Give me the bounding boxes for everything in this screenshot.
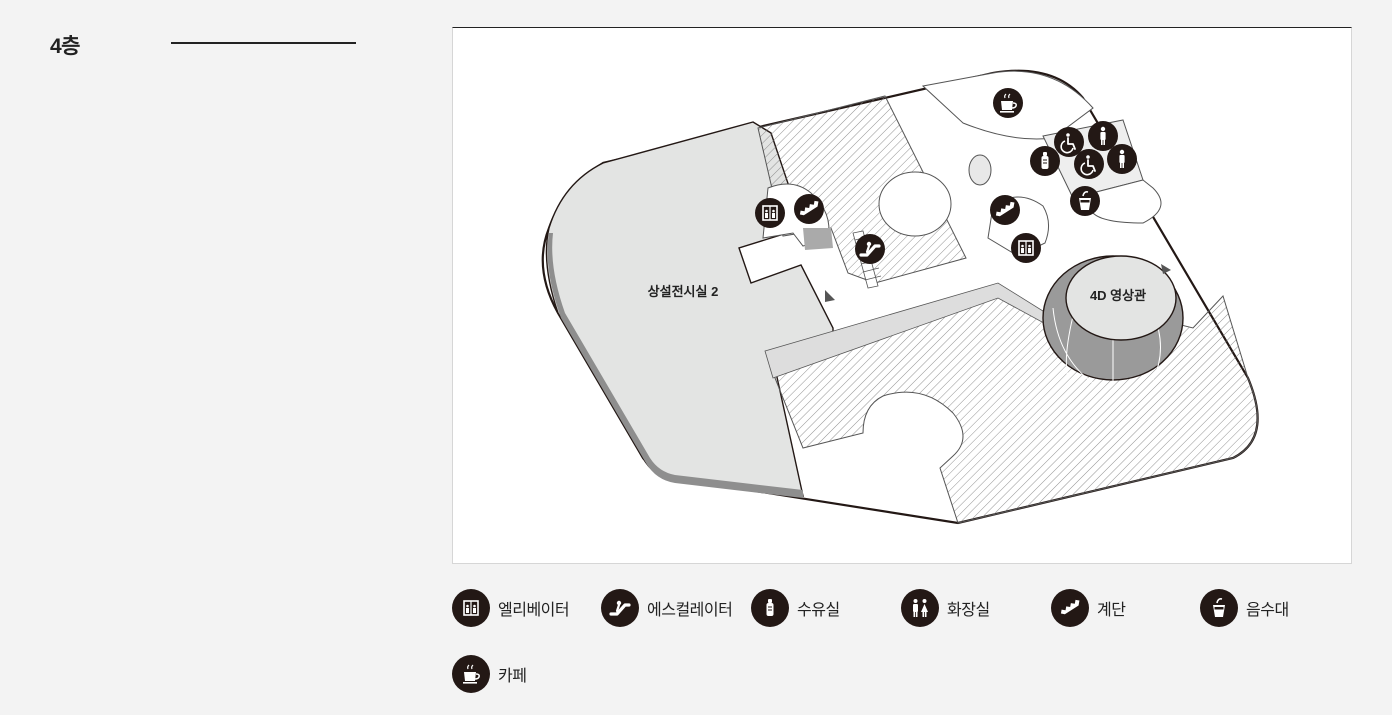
map-stairs-icon[interactable] bbox=[990, 195, 1020, 225]
stairs-icon bbox=[1051, 589, 1089, 627]
legend-item-stairs: 계단 bbox=[1051, 588, 1126, 628]
floor-title-divider bbox=[171, 42, 356, 44]
map-stairs-icon[interactable] bbox=[794, 194, 824, 224]
legend-label: 수유실 bbox=[797, 602, 840, 619]
legend-item-drinking-fountain: 음수대 bbox=[1200, 588, 1289, 628]
restroom-icon bbox=[901, 589, 939, 627]
floor-map: 상설전시실 2 4D 영상관 bbox=[452, 27, 1352, 564]
cafe-icon bbox=[452, 655, 490, 693]
4d-theater-label: 4D 영상관 bbox=[1090, 288, 1146, 303]
map-wheelchair-restroom-icon[interactable] bbox=[1074, 149, 1104, 179]
map-cafe-icon[interactable] bbox=[993, 88, 1023, 118]
legend-label: 엘리베이터 bbox=[498, 602, 570, 619]
legend-item-restroom: 화장실 bbox=[901, 588, 990, 628]
legend-label: 에스컬레이터 bbox=[647, 602, 733, 619]
legend-label: 카페 bbox=[498, 668, 527, 685]
map-restroom-men-icon[interactable] bbox=[1107, 144, 1137, 174]
floor-map-canvas: 상설전시실 2 4D 영상관 bbox=[541, 69, 1259, 525]
floor-title: 4층 bbox=[50, 35, 81, 58]
legend-label: 음수대 bbox=[1246, 602, 1289, 619]
nursing-room-icon bbox=[751, 589, 789, 627]
map-elevator-icon[interactable] bbox=[755, 198, 785, 228]
legend-item-nursing-room: 수유실 bbox=[751, 588, 840, 628]
escalator-icon bbox=[601, 589, 639, 627]
map-wheelchair-restroom-icon[interactable] bbox=[1054, 127, 1084, 157]
legend-item-elevator: 엘리베이터 bbox=[452, 588, 570, 628]
drinking-fountain-icon bbox=[1200, 589, 1238, 627]
map-escalator-icon[interactable] bbox=[855, 234, 885, 264]
legend-label: 계단 bbox=[1097, 602, 1126, 619]
map-nursing-room-icon[interactable] bbox=[1030, 146, 1060, 176]
exhibition-hall-2-label: 상설전시실 2 bbox=[648, 284, 719, 299]
legend-item-cafe: 카페 bbox=[452, 654, 527, 694]
elevator-icon bbox=[452, 589, 490, 627]
legend-label: 화장실 bbox=[947, 602, 990, 619]
map-restroom-women-icon[interactable] bbox=[1088, 121, 1118, 151]
map-drinking-fountain-icon[interactable] bbox=[1070, 186, 1100, 216]
legend-item-escalator: 에스컬레이터 bbox=[601, 588, 733, 628]
map-elevator-icon[interactable] bbox=[1011, 233, 1041, 263]
